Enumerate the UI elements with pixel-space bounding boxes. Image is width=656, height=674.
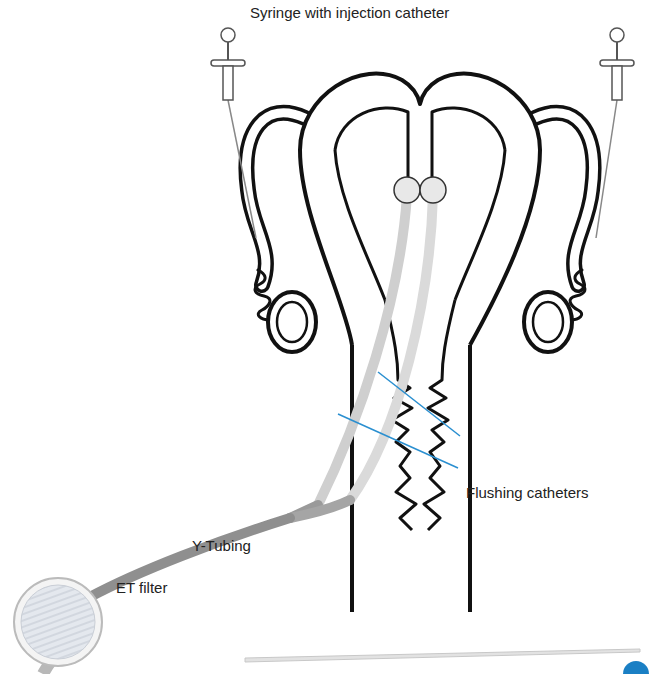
loose-catheter: [245, 649, 640, 662]
syringes: [211, 28, 634, 238]
page-marker: [623, 661, 649, 674]
flushing-catheters: [88, 177, 446, 598]
uterus-outline: [300, 74, 540, 612]
filter-label: ET filter: [116, 579, 167, 597]
tubing-label: Y-Tubing: [192, 537, 251, 555]
syringe-label: Syringe with injection catheter: [250, 4, 449, 22]
leader-lines: [338, 372, 460, 468]
catheter-label: Flushing catheters: [466, 484, 589, 502]
et-filter: [14, 578, 102, 674]
